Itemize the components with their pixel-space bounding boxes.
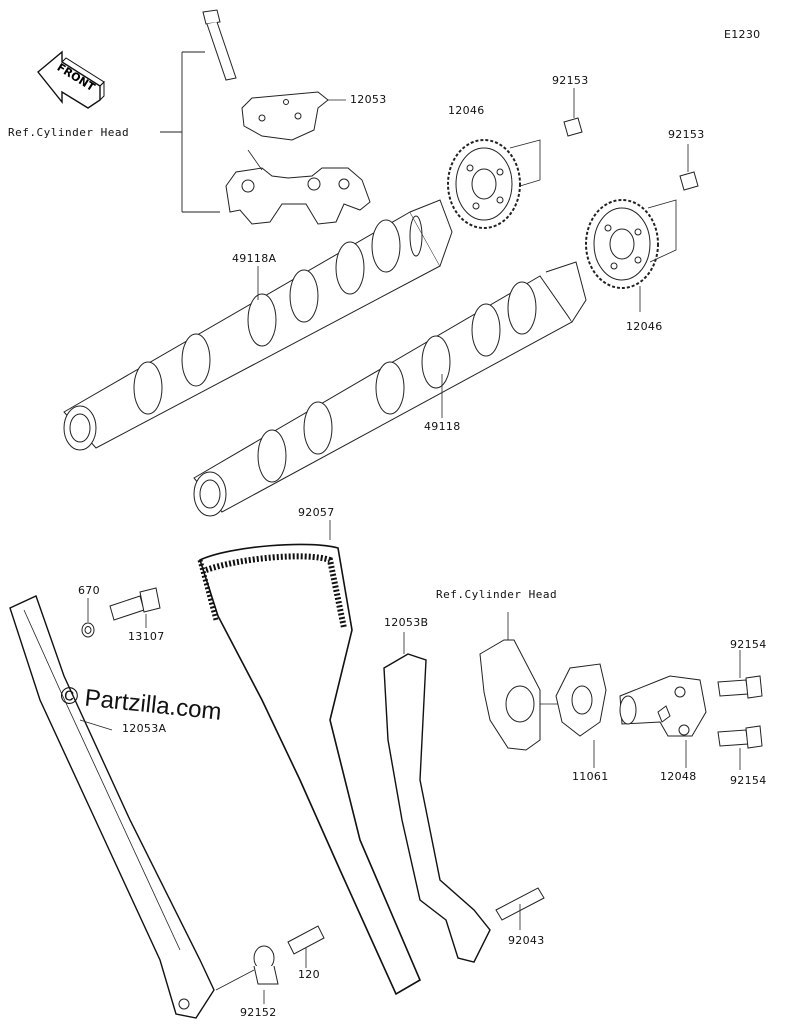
part-label-92154-a: 92154: [730, 638, 767, 651]
part-label-92154-b: 92154: [730, 774, 767, 787]
part-label-92153-a: 92153: [552, 74, 589, 87]
part-label-120: 120: [298, 968, 320, 981]
part-label-13107: 13107: [128, 630, 165, 643]
front-arrow-icon: [37, 50, 105, 109]
tensioner-bolt-icon: [717, 725, 763, 770]
sprocket-bolt-icon: [679, 144, 699, 191]
cam-sprocket-icon: [447, 139, 541, 229]
part-label-92043: 92043: [508, 934, 545, 947]
cam-holder-icon: [225, 149, 371, 225]
pin-icon: [287, 925, 325, 968]
pin-icon: [495, 887, 545, 930]
chain-tensioner-icon: [619, 675, 707, 768]
diagram-code: E1230: [724, 28, 761, 41]
cam-holder-plate-icon: [241, 91, 346, 141]
part-label-11061: 11061: [572, 770, 609, 783]
washer-icon: [81, 598, 95, 638]
part-label-670: 670: [78, 584, 100, 597]
ref-cylinder-head-top: Ref.Cylinder Head: [8, 126, 130, 139]
part-label-49118: 49118: [424, 420, 461, 433]
camshaft-intake-icon: [193, 261, 587, 517]
part-label-12048: 12048: [660, 770, 697, 783]
part-label-92153-b: 92153: [668, 128, 705, 141]
collar-icon: [215, 945, 279, 1004]
part-label-12053b: 12053B: [384, 616, 429, 629]
tensioner-bolt-icon: [717, 650, 763, 699]
part-label-92152: 92152: [240, 1006, 277, 1019]
cam-chain-icon: [197, 520, 422, 996]
chain-guide-icon: [9, 595, 215, 1019]
guide-bolt-icon: [109, 587, 161, 628]
camshaft-exhaust-icon: [63, 199, 453, 451]
part-label-92057: 92057: [298, 506, 335, 519]
part-label-12046-bottom: 12046: [626, 320, 663, 333]
bolt-icon: [202, 9, 237, 81]
part-label-12053a: 12053A: [122, 722, 167, 735]
ref-cylinder-head-right: Ref.Cylinder Head: [436, 588, 558, 601]
part-label-12046-top: 12046: [448, 104, 485, 117]
chain-tensioner-guide-icon: [383, 632, 491, 963]
gasket-icon: [555, 663, 607, 768]
sprocket-bolt-icon: [563, 88, 583, 137]
cam-sprocket-icon: [585, 199, 677, 312]
part-label-49118a: 49118A: [232, 252, 277, 265]
part-label-12053: 12053: [350, 93, 387, 106]
tensioner-mount-icon: [479, 612, 560, 751]
